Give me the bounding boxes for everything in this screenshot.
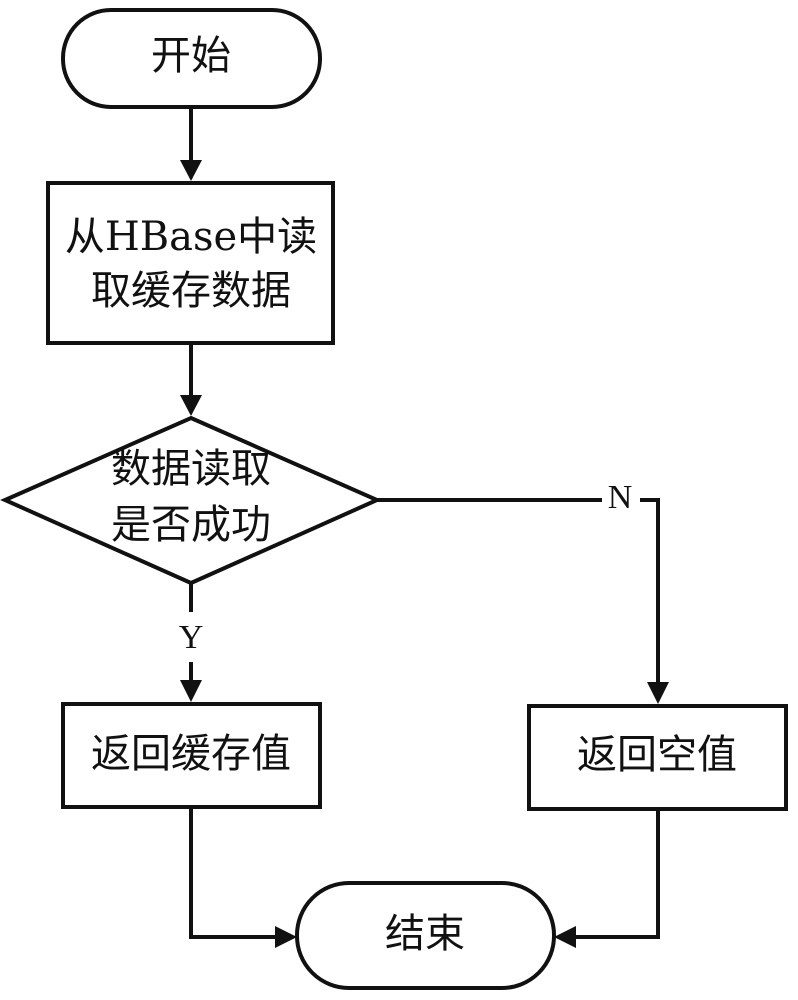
no-branch-label: N <box>608 479 633 516</box>
decision-diamond-shape <box>0 415 382 586</box>
arrow-start-to-read <box>180 107 202 181</box>
arrow-return-cache-to-end <box>189 807 297 948</box>
end-node: 结束 <box>295 881 556 990</box>
end-terminal-shape <box>295 881 556 990</box>
arrow-yes-branch: Y <box>179 583 204 702</box>
return-null-label: 返回空值 <box>577 732 737 778</box>
return-cache-process-shape <box>61 702 322 809</box>
return-null-node: 返回空值 <box>527 704 788 811</box>
read-cache-label-line1: 从HBase中读 <box>65 214 317 260</box>
read-cache-node: 从HBase中读 取缓存数据 <box>46 181 335 345</box>
arrow-read-to-decision <box>180 343 202 416</box>
read-cache-label-line2: 取缓存数据 <box>91 268 291 314</box>
end-label: 结束 <box>385 911 465 957</box>
decision-node: 数据读取 是否成功 <box>0 415 382 586</box>
arrow-return-null-to-end <box>554 809 660 948</box>
decision-label-line1: 数据读取 <box>111 446 271 492</box>
decision-label-line2: 是否成功 <box>111 502 271 548</box>
return-cache-label: 返回缓存值 <box>91 731 291 777</box>
return-cache-node: 返回缓存值 <box>61 702 322 809</box>
yes-branch-label: Y <box>179 619 204 656</box>
start-label: 开始 <box>151 33 231 79</box>
arrow-no-branch: N <box>377 479 669 704</box>
start-node: 开始 <box>61 8 322 109</box>
read-cache-process-shape <box>46 181 335 345</box>
